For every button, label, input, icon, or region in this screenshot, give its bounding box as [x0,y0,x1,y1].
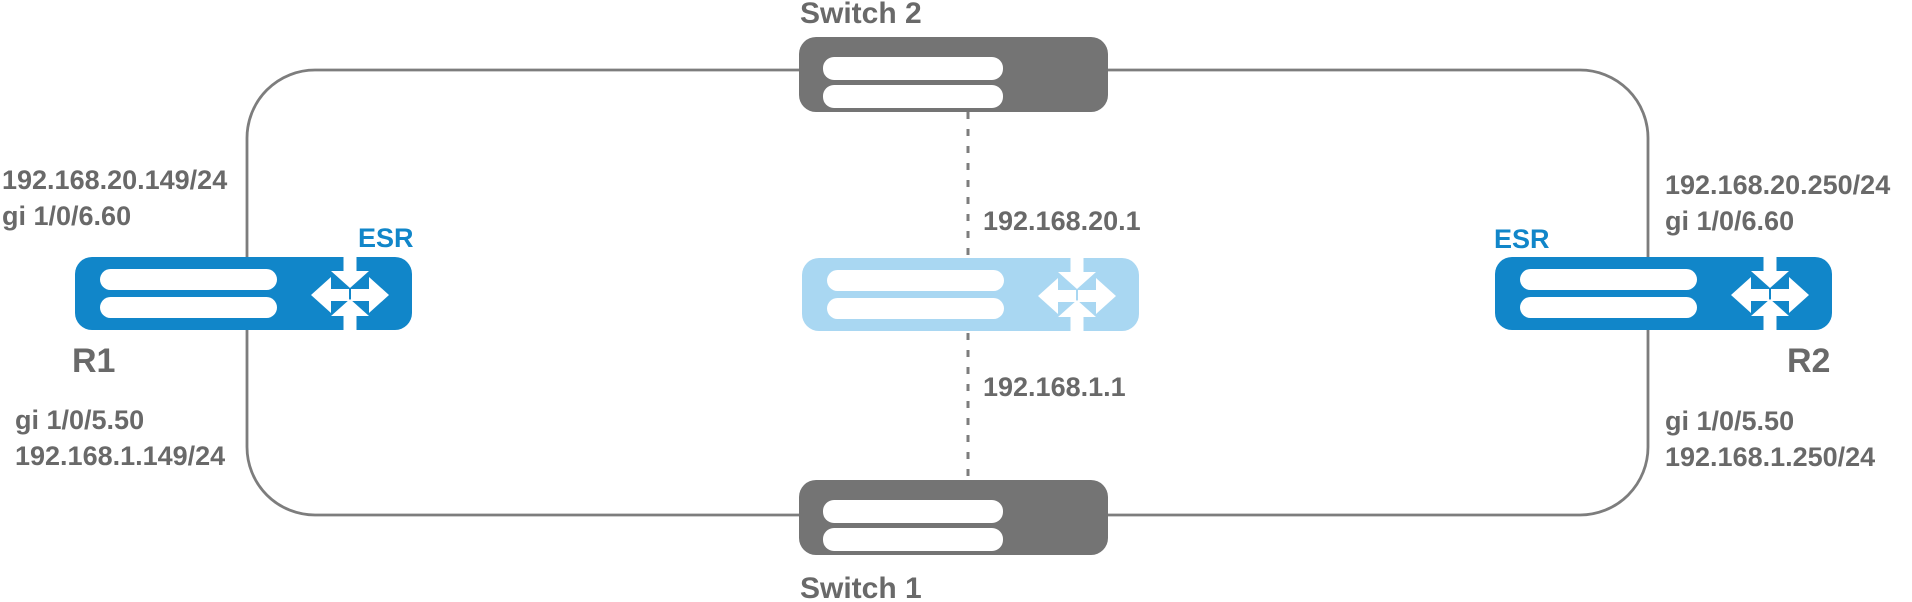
r1-device-type-label: ESR [358,223,414,253]
vrrp-lower-vip-label: 192.168.1.1 [983,372,1126,402]
router-port-bar [1520,297,1697,318]
r1-bottom-port: gi 1/0/5.50 [15,405,145,435]
router-port-bar [1520,269,1697,290]
r2-bottom-interface-label: gi 1/0/5.50 192.168.1.250/24 [1665,403,1875,475]
router-arrows-icon [311,257,389,330]
r1-top-interface-label: 192.168.20.149/24 gi 1/0/6.60 [2,162,227,234]
r2-label: R2 [1787,342,1831,380]
r2-router-node [1495,257,1832,335]
switch-icon [799,37,1108,112]
router-arrows-icon [1731,257,1809,330]
switch-port-bar [823,57,1003,80]
router-icon [1495,257,1832,330]
r1-top-port: gi 1/0/6.60 [2,201,132,231]
router-port-bar [827,270,1004,291]
virtual-router-node [802,258,1139,336]
r1-bottom-ip: 192.168.1.149/24 [15,441,226,471]
r1-label: R1 [72,342,116,380]
r2-top-ip: 192.168.20.250/24 [1665,170,1891,200]
virtual-router-icon [802,258,1139,331]
r2-top-port: gi 1/0/6.60 [1665,206,1795,236]
switch1-node [799,480,1108,560]
r2-top-interface-label: 192.168.20.250/24 gi 1/0/6.60 [1665,167,1890,239]
r1-top-ip: 192.168.20.149/24 [2,165,228,195]
switch2-label: Switch 2 [800,0,922,30]
r2-bottom-ip: 192.168.1.250/24 [1665,442,1876,472]
switch2-node [799,37,1108,117]
router-arrows-icon [1038,258,1116,331]
switch-icon [799,480,1108,555]
router-port-bar [827,298,1004,319]
r1-bottom-interface-label: gi 1/0/5.50 192.168.1.149/24 [15,402,225,474]
router-port-bar [100,297,277,318]
r1-router-node [75,257,412,335]
switch-port-bar [823,528,1003,551]
vrrp-upper-vip-label: 192.168.20.1 [983,206,1141,236]
router-port-bar [100,269,277,290]
switch-port-bar [823,500,1003,523]
switch-port-bar [823,85,1003,108]
switch1-label: Switch 1 [800,572,922,602]
r2-device-type-label: ESR [1494,224,1550,254]
router-icon [75,257,412,330]
r2-bottom-port: gi 1/0/5.50 [1665,406,1795,436]
